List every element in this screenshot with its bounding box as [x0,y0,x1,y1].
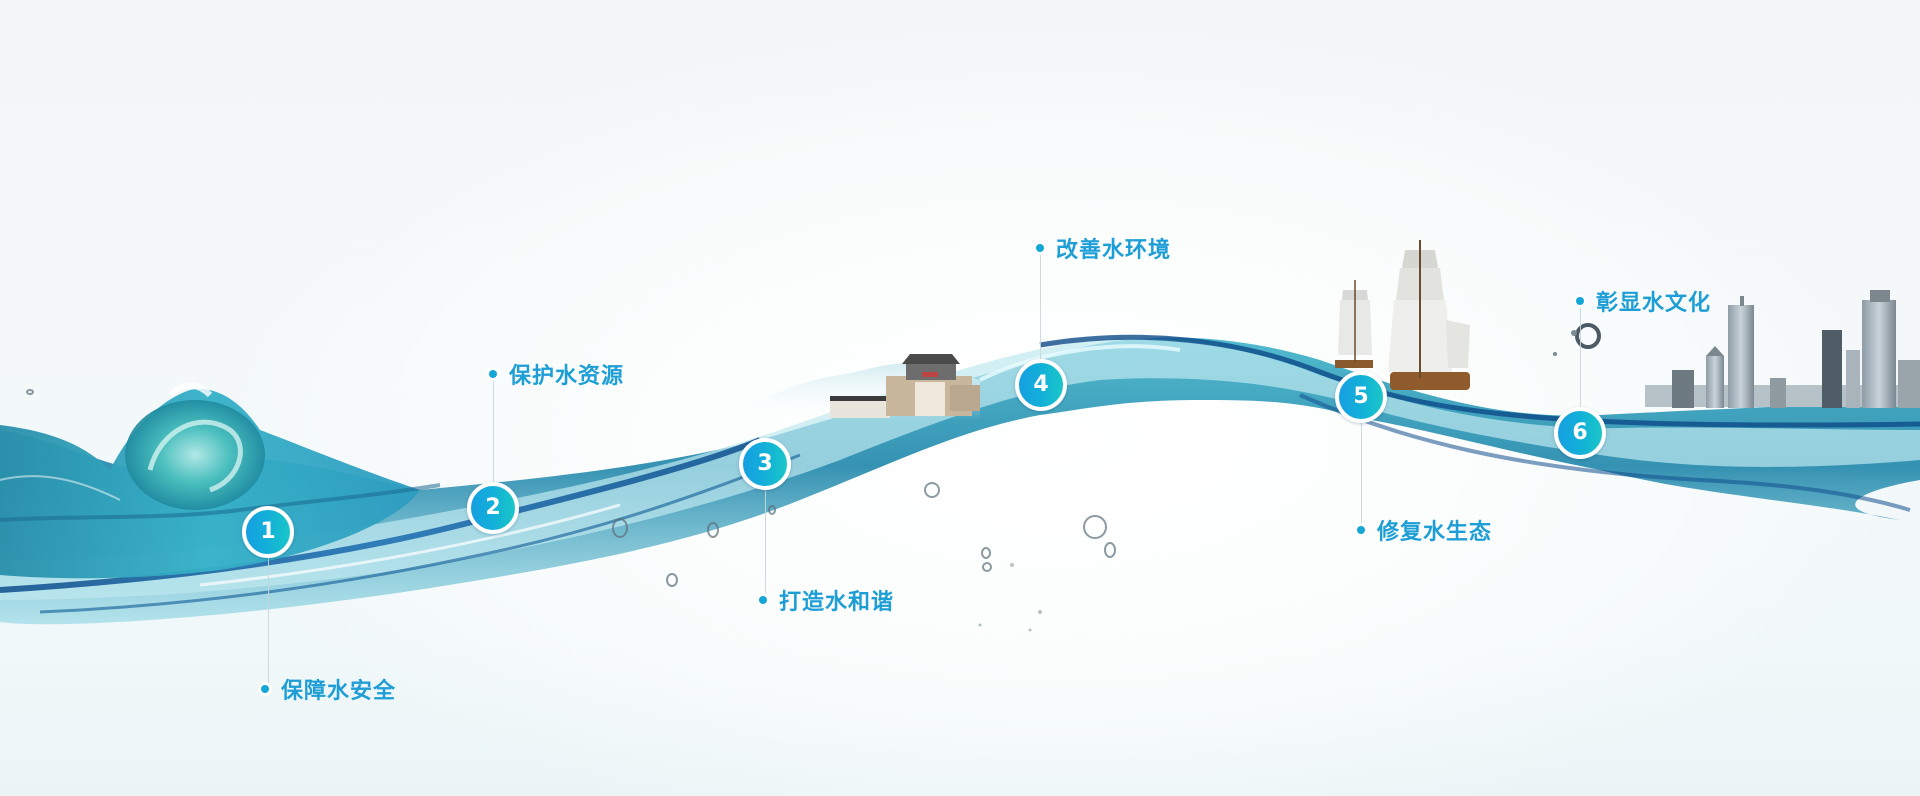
bullet-dot-icon [1576,297,1584,305]
step-marker-3[interactable]: 3 [739,438,791,490]
step-label-1[interactable]: 保障水安全 [261,675,397,704]
step-label-text: 改善水环境 [1056,238,1172,263]
step-label-text: 保护水资源 [509,364,625,389]
step-label-text: 打造水和谐 [779,590,895,615]
step-marker-1[interactable]: 1 [242,506,294,558]
connector-line-2 [493,380,494,482]
step-label-3[interactable]: 打造水和谐 [759,586,895,615]
step-marker-5[interactable]: 5 [1335,371,1387,423]
step-label-text: 彰显水文化 [1596,291,1712,316]
bullet-dot-icon [759,596,767,604]
bullet-dot-icon [1036,244,1044,252]
step-marker-2[interactable]: 2 [467,482,519,534]
sailing-ships-scene [1335,240,1470,390]
step-label-5[interactable]: 修复水生态 [1357,516,1493,545]
ancient-gate-scene [830,354,980,418]
step-label-text: 保障水安全 [281,679,397,704]
step-label-2[interactable]: 保护水资源 [489,360,625,389]
step-label-6[interactable]: 彰显水文化 [1576,287,1712,316]
connector-line-6 [1580,307,1581,407]
bullet-dot-icon [261,685,269,693]
bubbles-decoration [26,389,1116,587]
connector-line-1 [268,558,269,684]
step-marker-6[interactable]: 6 [1554,407,1606,459]
step-marker-4[interactable]: 4 [1015,359,1067,411]
step-label-text: 修复水生态 [1377,520,1493,545]
step-label-4[interactable]: 改善水环境 [1036,234,1172,263]
bullet-dot-icon [1357,526,1365,534]
connector-line-4 [1040,254,1041,359]
bullet-dot-icon [489,370,497,378]
city-skyline-scene [1645,290,1920,408]
connector-line-3 [765,490,766,594]
connector-line-5 [1361,423,1362,525]
